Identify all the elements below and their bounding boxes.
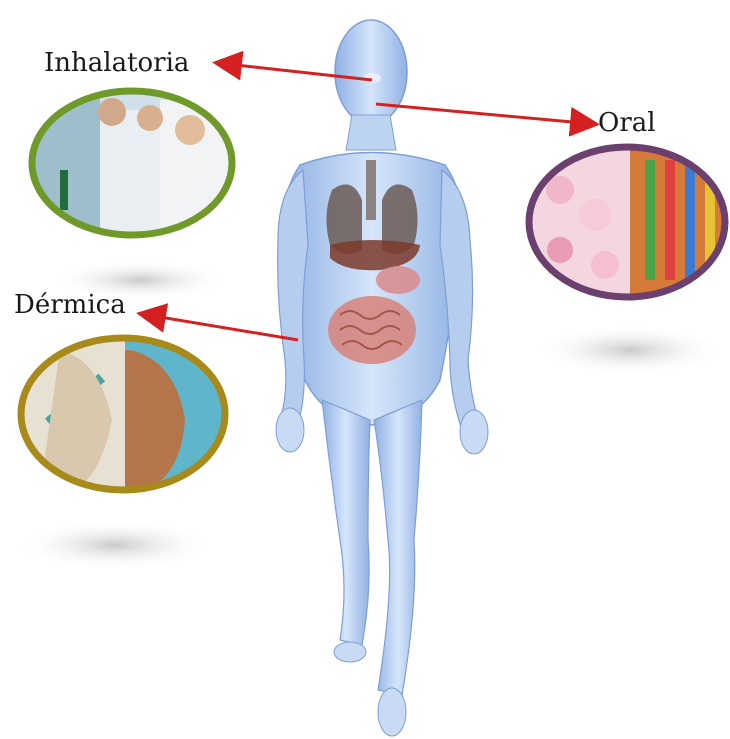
intestines bbox=[328, 296, 416, 364]
inhalation-label: Inhalatoria bbox=[44, 50, 189, 76]
oral-arrow bbox=[376, 104, 594, 124]
oral-label: Oral bbox=[598, 110, 656, 136]
oral-photo bbox=[525, 145, 730, 300]
dermal-label: Dérmica bbox=[14, 292, 126, 318]
oral-shadow bbox=[535, 325, 725, 375]
human-body-figure bbox=[276, 20, 488, 736]
dermal-photo bbox=[20, 338, 225, 493]
dermal-arrow bbox=[142, 314, 298, 340]
stomach bbox=[376, 266, 420, 294]
dermal-shadow bbox=[15, 520, 215, 570]
inhalation-photo bbox=[30, 90, 235, 240]
